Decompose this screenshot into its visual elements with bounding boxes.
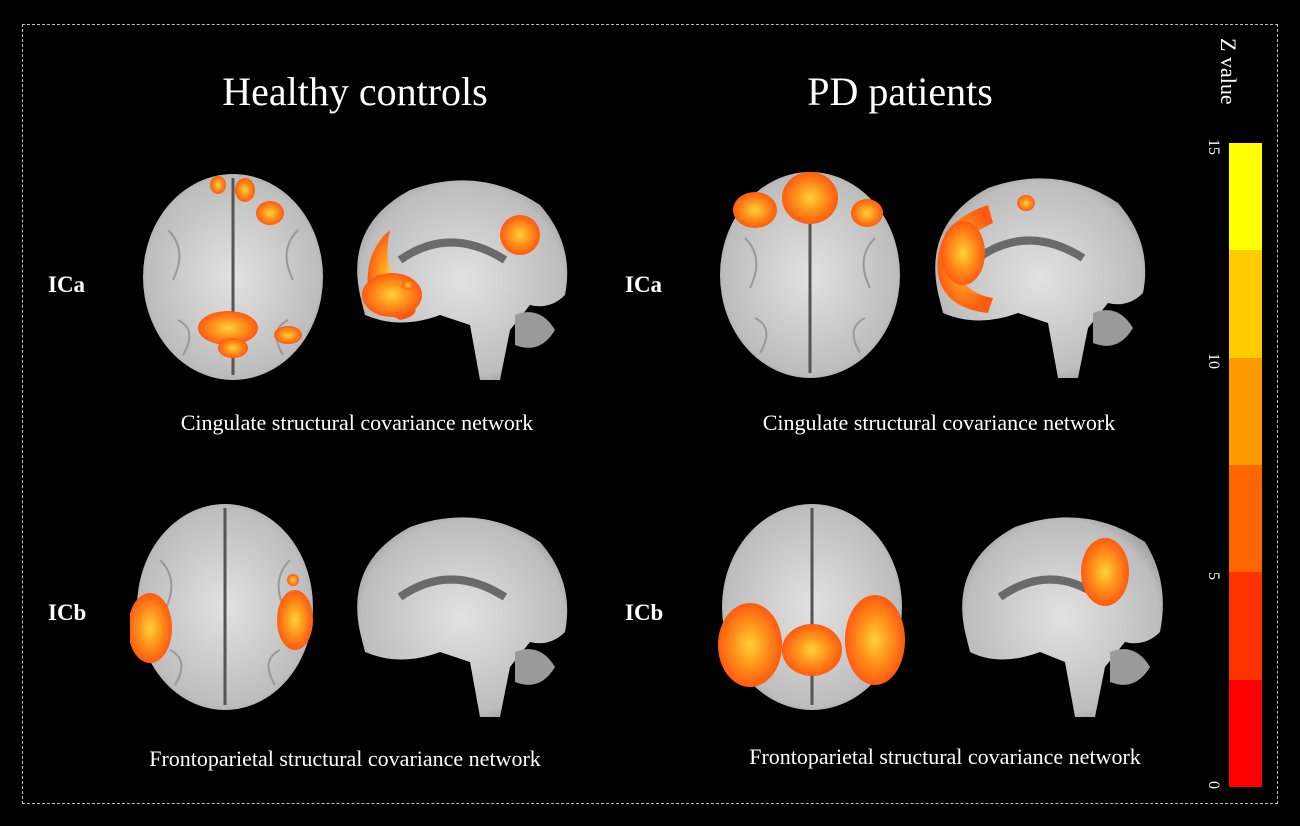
axial-brain-pd-ica bbox=[720, 172, 900, 378]
figure-frame bbox=[22, 24, 1278, 804]
title-pd-patients: PD patients bbox=[807, 69, 993, 114]
caption-frontoparietal-left: Frontoparietal structural covariance net… bbox=[149, 746, 541, 771]
sagittal-brain-healthy-ica bbox=[357, 180, 568, 380]
axial-brain-healthy-ica bbox=[143, 174, 323, 380]
colorbar-segment bbox=[1229, 572, 1262, 680]
row-label-icb-left: ICb bbox=[48, 600, 87, 625]
colorbar-tick-0: 0 bbox=[1205, 781, 1222, 789]
sagittal-brain-healthy-icb bbox=[357, 517, 568, 717]
colorbar-tick-10: 10 bbox=[1205, 353, 1222, 369]
axial-brain-healthy-icb bbox=[130, 504, 313, 710]
caption-cingulate-right: Cingulate structural covariance network bbox=[762, 410, 1116, 435]
sagittal-brain-pd-ica bbox=[935, 178, 1146, 378]
title-healthy-controls: Healthy controls bbox=[222, 69, 488, 114]
row-label-ica-left: ICa bbox=[48, 272, 86, 297]
row-label-icb-right: ICb bbox=[625, 600, 664, 625]
colorbar bbox=[1229, 143, 1262, 787]
sagittal-brain-pd-icb bbox=[962, 517, 1163, 717]
row-label-ica-right: ICa bbox=[625, 272, 663, 297]
colorbar-segment bbox=[1229, 357, 1262, 465]
colorbar-segment bbox=[1229, 465, 1262, 573]
caption-frontoparietal-right: Frontoparietal structural covariance net… bbox=[749, 744, 1141, 769]
colorbar-label: Z value bbox=[1216, 38, 1241, 105]
colorbar-segment bbox=[1229, 679, 1262, 787]
colorbar-tick-5: 5 bbox=[1205, 572, 1222, 580]
axial-brain-pd-icb bbox=[718, 504, 905, 710]
caption-cingulate-left: Cingulate structural covariance network bbox=[180, 410, 534, 435]
colorbar-segment bbox=[1229, 143, 1262, 251]
colorbar-segment bbox=[1229, 250, 1262, 358]
colorbar-tick-15: 15 bbox=[1205, 139, 1222, 155]
